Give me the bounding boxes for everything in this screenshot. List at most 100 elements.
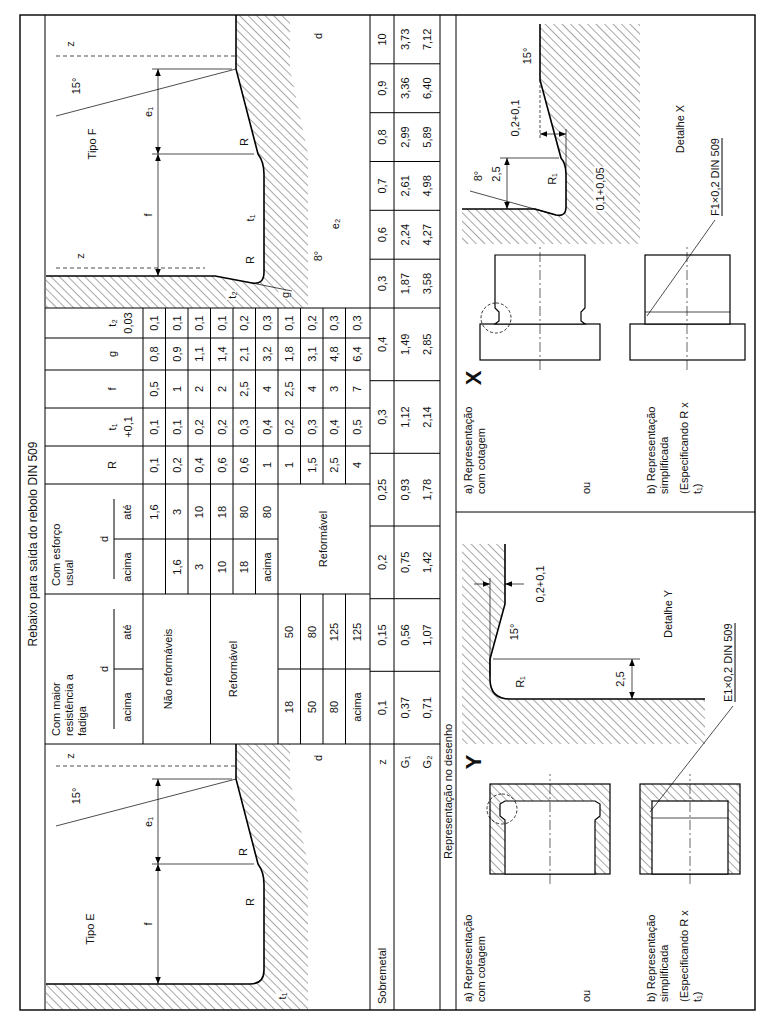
bore-drawing-y-circle: [487, 794, 517, 824]
detail-dimension: R₁: [514, 676, 526, 688]
table-cell-holder: 0,2: [376, 555, 389, 570]
table-cell: 0,2: [376, 555, 388, 570]
table-cell: 7: [350, 386, 362, 392]
undercut-type-e: [46, 744, 308, 1010]
table-cell: 3: [328, 386, 340, 392]
table-grid-line: [394, 15, 395, 1010]
detail-x-g: [470, 80, 566, 215]
table-cell: 0,4: [260, 419, 272, 434]
table-cell-holder: 4: [305, 386, 318, 392]
table-cell: 0,3: [238, 419, 250, 434]
dimension-label: R: [244, 256, 256, 264]
table-cell-holder: 18: [238, 561, 251, 573]
table-cell-holder: 0,1: [170, 419, 183, 434]
table-cell-holder: 0,2: [193, 419, 206, 434]
detail-y: [462, 544, 705, 744]
table-cell: acima: [350, 692, 362, 721]
detail-dimension-holder: 2,5: [490, 166, 503, 181]
table-cell: 0,71: [421, 697, 433, 718]
detail-x-g-line: [507, 158, 508, 209]
note-text-holder: b) Representação simplificada: [645, 902, 671, 1002]
dimension-label-holder: z: [74, 253, 87, 259]
table-cell-holder: 0,3: [376, 276, 389, 291]
table-cell: 0,1: [148, 315, 160, 330]
table-cell: 3: [193, 564, 205, 570]
table-cell: 0,15: [376, 624, 388, 645]
table-header: d: [98, 536, 110, 542]
undercut-type-e-g-line: [56, 766, 236, 767]
dimension-label: z: [64, 753, 76, 759]
table-cell: 0,75: [399, 552, 411, 573]
shaft-drawing-x-rect: [630, 324, 745, 360]
table-cell: 1: [170, 386, 182, 392]
note-text: b) Representação simplificada: [645, 407, 670, 494]
table-cell: 0,2: [283, 419, 295, 434]
table-grid-rect: [20, 15, 755, 1010]
table-cell: 1: [260, 462, 272, 468]
note-text-holder: (Especificando R x t₁): [678, 394, 704, 494]
table-grid-line: [300, 308, 301, 484]
table-cell: acima: [260, 552, 272, 581]
table-cell-holder: 0,4: [376, 337, 389, 352]
table-grid-line: [114, 669, 143, 670]
table-cell-holder: 3,36: [399, 77, 412, 98]
table-cell: 5,89: [421, 126, 433, 147]
table-cell-holder: 0,2: [305, 315, 318, 330]
detail-dimension-holder: 15°: [521, 48, 534, 65]
table-cell: Reformável: [227, 641, 239, 697]
table-grid-line: [370, 63, 440, 64]
dimension-label: R: [238, 138, 250, 146]
dimension-label: Tipo F: [86, 129, 98, 160]
table-cell-holder: 0,7: [376, 178, 389, 193]
table-cell-holder: 6,40: [421, 77, 434, 98]
detail-dimension: 0,2+0,1: [534, 565, 546, 602]
table-cell-holder: 0,3: [260, 315, 273, 330]
undercut-type-f-g-line: [56, 69, 236, 116]
detail-dimension-holder: Detalhe X: [674, 105, 687, 153]
note-text: a) Representação com cotagem: [462, 407, 487, 494]
table-cell: 0,1: [148, 457, 160, 472]
table-header: Com maior resistência a fadiga: [50, 674, 88, 736]
undercut-type-f-path: [46, 15, 264, 283]
table-cell: 0,37: [399, 697, 411, 718]
table-header: acima: [121, 692, 133, 721]
dimension-label-holder: f: [142, 213, 155, 216]
table-cell: Reformável: [317, 511, 329, 567]
dimension-label: f: [142, 922, 154, 925]
table-cell: 2,24: [399, 224, 411, 245]
table-header: f: [106, 387, 118, 390]
dimension-label-holder: 15°: [70, 788, 83, 805]
detail-dimension: R₁: [546, 173, 558, 185]
table-cell: 7,12: [421, 29, 433, 50]
table-header-holder: t₂: [106, 319, 119, 326]
detail-y-g-line: [493, 659, 640, 660]
table-grid-line: [45, 338, 370, 339]
table-grid-line: [165, 308, 166, 484]
table-cell-holder: 0,4: [260, 419, 273, 434]
table-cell-holder: 6,4: [350, 346, 363, 361]
note-text: ou: [580, 482, 592, 494]
detail-dimension-holder: R₁: [514, 676, 527, 688]
table-cell-holder: 2,24: [399, 224, 412, 245]
table-cell-holder: 0,2: [215, 419, 228, 434]
table-cell: 1,12: [399, 406, 411, 427]
table-cell-holder: 4,98: [421, 175, 434, 196]
dimension-label-holder: R: [238, 138, 251, 146]
table-header-holder: f: [106, 387, 119, 390]
detail-dimension: 8°: [472, 171, 484, 182]
table-cell: 0,3: [328, 315, 340, 330]
dimension-label: Tipo E: [84, 913, 96, 944]
dimension-label: f: [142, 213, 154, 216]
table-cell-holder: Reformável: [227, 641, 240, 697]
undercut-type-f-path: [46, 15, 308, 308]
table-grid-line: [278, 484, 279, 594]
table-cell-holder: 0,1: [170, 315, 183, 330]
section-heading-holder: Representação no desenho: [442, 724, 455, 859]
table-header-holder: t₁: [106, 424, 119, 431]
table-cell: 4: [260, 386, 272, 392]
table-cell: 50: [283, 626, 295, 638]
table-cell-holder: 0,1: [148, 315, 161, 330]
table-cell: 10: [215, 561, 227, 573]
dimension-label: e₁: [142, 817, 154, 827]
shaft-drawing-x-line: [687, 245, 688, 370]
